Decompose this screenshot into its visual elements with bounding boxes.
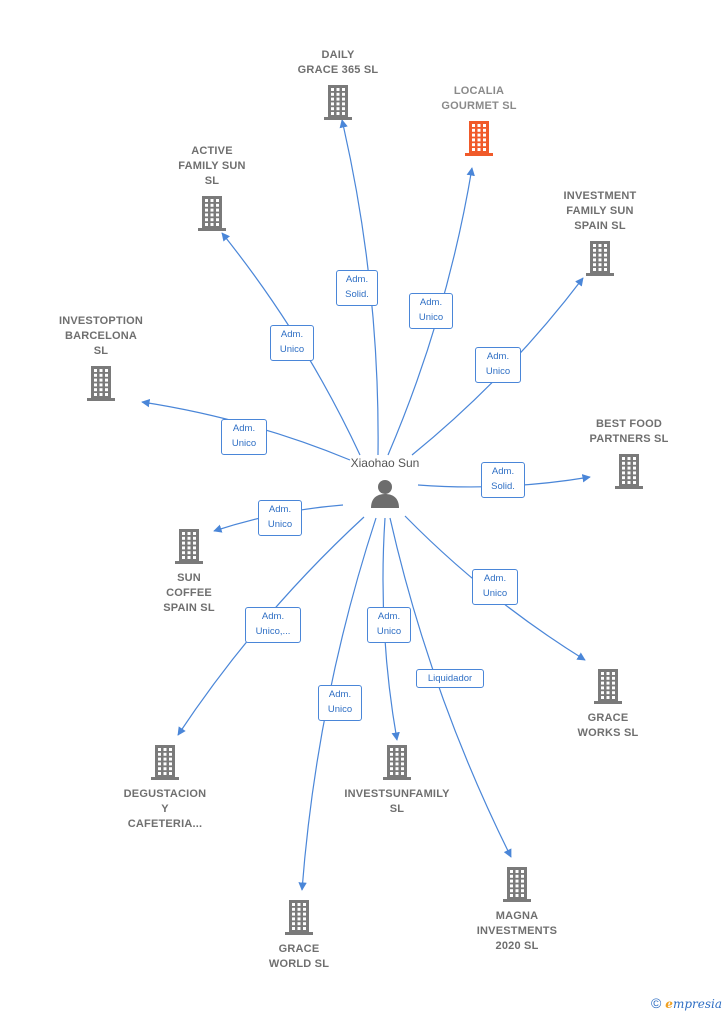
building-icon	[586, 241, 614, 276]
company-label: INVESTOPTION BARCELONA SL	[58, 315, 144, 357]
company-active-family-sun[interactable]: ACTIVE FAMILY SUN SL	[147, 144, 277, 232]
edge-label-best-food-partners[interactable]: Adm. Solid.	[481, 462, 525, 498]
building-icon	[503, 867, 531, 902]
edge-label-investsunfamily[interactable]: Adm. Unico	[367, 607, 411, 643]
building-icon	[383, 745, 411, 780]
footer-credit: ©empresia	[651, 995, 722, 1011]
copyright-symbol: ©	[650, 995, 662, 1011]
company-label: ACTIVE FAMILY SUN SL	[178, 145, 246, 187]
brand-logo-text: mpresia	[672, 997, 722, 1011]
building-icon	[175, 529, 203, 564]
edge-label-active-family-sun[interactable]: Adm. Unico	[270, 325, 314, 361]
company-degustacion-y-cafeteria[interactable]: DEGUSTACION Y CAFETERIA...	[100, 743, 230, 832]
edge-label-investoption-barcelona[interactable]: Adm. Unico	[221, 419, 267, 455]
company-localia-gourmet[interactable]: LOCALIA GOURMET SL	[414, 84, 544, 157]
building-icon	[87, 366, 115, 401]
company-label: INVESTMENT FAMILY SUN SPAIN SL	[563, 190, 637, 232]
building-icon	[465, 121, 493, 156]
company-label: BEST FOOD PARTNERS SL	[589, 418, 669, 445]
company-sun-coffee-spain[interactable]: SUN COFFEE SPAIN SL	[124, 527, 254, 616]
company-label: GRACE WORLD SL	[268, 943, 330, 970]
edge-label-daily-grace-365[interactable]: Adm. Solid.	[336, 270, 378, 306]
edge-label-grace-works[interactable]: Adm. Unico	[472, 569, 518, 605]
building-icon	[285, 900, 313, 935]
company-investoption-barcelona[interactable]: INVESTOPTION BARCELONA SL	[36, 314, 166, 402]
company-label: DEGUSTACION Y CAFETERIA...	[123, 788, 207, 830]
company-magna-investments-2020[interactable]: MAGNA INVESTMENTS 2020 SL	[452, 865, 582, 954]
building-icon	[151, 745, 179, 780]
company-label: GRACE WORKS SL	[577, 712, 639, 739]
edge-magna-investments-2020	[389, 517, 512, 858]
company-label: INVESTSUNFAMILY SL	[344, 788, 450, 815]
company-label: LOCALIA GOURMET SL	[441, 85, 517, 112]
building-icon	[615, 454, 643, 489]
company-investment-family-sun-spain[interactable]: INVESTMENT FAMILY SUN SPAIN SL	[535, 189, 665, 277]
company-best-food-partners[interactable]: BEST FOOD PARTNERS SL	[564, 417, 694, 490]
person-name: Xiaohao Sun	[350, 456, 420, 470]
company-daily-grace-365[interactable]: DAILY GRACE 365 SL	[273, 48, 403, 121]
edge-label-localia-gourmet[interactable]: Adm. Unico	[409, 293, 453, 329]
edge-label-investment-family-sun-spain[interactable]: Adm. Unico	[475, 347, 521, 383]
building-icon	[198, 196, 226, 231]
edge-label-degustacion-y-cafeteria[interactable]: Adm. Unico,...	[245, 607, 301, 643]
edge-label-magna-investments-2020[interactable]: Liquidador	[416, 669, 484, 688]
company-grace-works[interactable]: GRACE WORKS SL	[543, 667, 673, 741]
edge-label-grace-world[interactable]: Adm. Unico	[318, 685, 362, 721]
company-label: MAGNA INVESTMENTS 2020 SL	[476, 910, 558, 952]
company-grace-world[interactable]: GRACE WORLD SL	[234, 898, 364, 972]
company-label: SUN COFFEE SPAIN SL	[163, 572, 215, 614]
brand-logo-initial: e	[665, 997, 673, 1011]
building-icon	[324, 85, 352, 120]
person-icon	[371, 480, 399, 508]
building-icon	[594, 669, 622, 704]
edge-label-sun-coffee-spain[interactable]: Adm. Unico	[258, 500, 302, 536]
company-investsunfamily[interactable]: INVESTSUNFAMILY SL	[332, 743, 462, 817]
company-label: DAILY GRACE 365 SL	[297, 49, 379, 76]
person-node[interactable]: Xiaohao Sun	[330, 456, 440, 513]
